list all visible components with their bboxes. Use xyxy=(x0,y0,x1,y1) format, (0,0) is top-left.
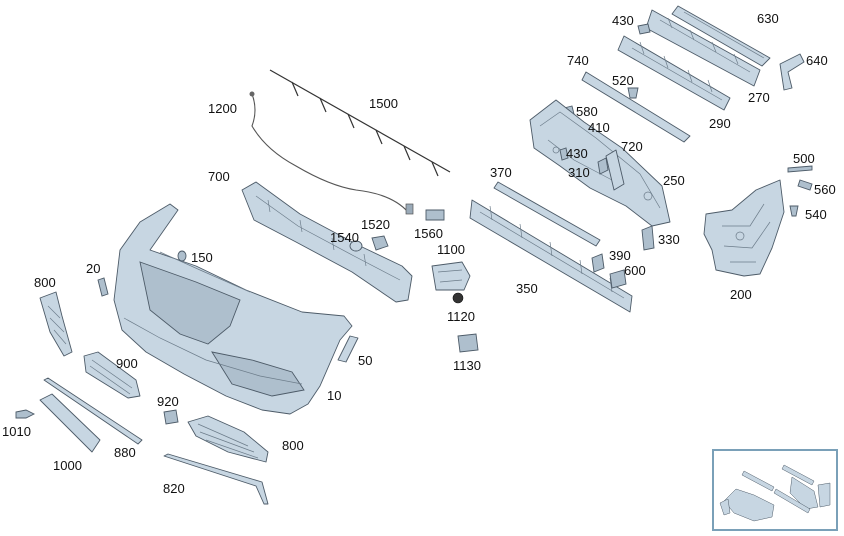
part-520-screw[interactable] xyxy=(627,87,639,99)
callout-330[interactable]: 330 xyxy=(658,232,680,247)
callout-1540[interactable]: 1540 xyxy=(330,230,359,245)
part-630-beam[interactable] xyxy=(671,5,771,67)
part-1520-sensor[interactable] xyxy=(371,235,389,251)
callout-1130[interactable]: 1130 xyxy=(453,358,481,373)
part-290-bracket[interactable] xyxy=(617,35,731,111)
callout-250[interactable]: 250 xyxy=(663,173,685,188)
part-700-beam[interactable] xyxy=(241,181,413,303)
callout-370[interactable]: 370 xyxy=(490,165,512,180)
part-10-bumper-cover[interactable] xyxy=(113,203,353,415)
part-390-bracket[interactable] xyxy=(591,253,605,273)
callout-1100[interactable]: 1100 xyxy=(437,242,465,257)
callout-350[interactable]: 350 xyxy=(516,281,538,296)
part-330-bracket[interactable] xyxy=(641,225,655,251)
part-350-bar[interactable] xyxy=(469,199,633,313)
part-1560-sensor[interactable] xyxy=(425,209,445,221)
part-600-bracket[interactable] xyxy=(609,269,627,289)
callout-50[interactable]: 50 xyxy=(358,353,373,368)
callout-880[interactable]: 880 xyxy=(114,445,136,460)
part-1200-wire[interactable] xyxy=(249,91,414,215)
callout-430[interactable]: 430 xyxy=(566,146,588,161)
part-20-clip[interactable] xyxy=(97,277,109,297)
part-1500-harness[interactable] xyxy=(269,69,451,177)
part-430-clip-top[interactable] xyxy=(637,23,651,35)
callout-520[interactable]: 520 xyxy=(612,73,634,88)
callout-290[interactable]: 290 xyxy=(709,116,731,131)
part-1010-screw[interactable] xyxy=(15,409,36,419)
callout-580[interactable]: 580 xyxy=(576,104,598,119)
callout-800[interactable]: 800 xyxy=(34,275,56,290)
callout-1010[interactable]: 1010 xyxy=(2,424,31,439)
callout-1200[interactable]: 1200 xyxy=(208,101,237,116)
callout-560[interactable]: 560 xyxy=(814,182,836,197)
callout-1520[interactable]: 1520 xyxy=(361,217,390,232)
part-1000-plate[interactable] xyxy=(39,393,101,453)
part-430-clip-mid[interactable] xyxy=(559,147,569,161)
part-900-grille[interactable] xyxy=(83,351,141,399)
callout-200[interactable]: 200 xyxy=(730,287,752,302)
part-920-bracket[interactable] xyxy=(163,409,179,425)
part-370-strip[interactable] xyxy=(493,181,601,247)
callout-20[interactable]: 20 xyxy=(86,261,101,276)
part-50-strip[interactable] xyxy=(337,335,359,363)
callout-1500[interactable]: 1500 xyxy=(369,96,398,111)
callout-540[interactable]: 540 xyxy=(805,207,827,222)
callout-1000[interactable]: 1000 xyxy=(53,458,82,473)
callout-630[interactable]: 630 xyxy=(757,11,779,26)
callout-430[interactable]: 430 xyxy=(612,13,634,28)
callout-720[interactable]: 720 xyxy=(621,139,643,154)
callout-740[interactable]: 740 xyxy=(567,53,589,68)
part-200-side-bracket[interactable] xyxy=(703,179,785,277)
part-740-bracket[interactable] xyxy=(581,71,691,143)
part-800-right-grille[interactable] xyxy=(187,415,269,463)
part-800-left-grille[interactable] xyxy=(39,291,73,357)
callout-500[interactable]: 500 xyxy=(793,151,815,166)
part-150-clip[interactable] xyxy=(177,250,187,262)
part-720-bracket[interactable] xyxy=(605,149,625,191)
part-640-bracket[interactable] xyxy=(779,53,805,91)
part-270-bracket[interactable] xyxy=(645,9,761,87)
callout-900[interactable]: 900 xyxy=(116,356,138,371)
callout-700[interactable]: 700 xyxy=(208,169,230,184)
callout-600[interactable]: 600 xyxy=(624,263,646,278)
callout-800[interactable]: 800 xyxy=(282,438,304,453)
callout-640[interactable]: 640 xyxy=(806,53,828,68)
part-820-strip[interactable] xyxy=(163,453,269,505)
part-1540-ring[interactable] xyxy=(349,240,363,252)
callout-1120[interactable]: 1120 xyxy=(447,309,475,324)
part-540-screw[interactable] xyxy=(789,205,799,217)
callout-820[interactable]: 820 xyxy=(163,481,185,496)
part-1100-bracket[interactable] xyxy=(431,261,471,291)
callout-390[interactable]: 390 xyxy=(609,248,631,263)
callout-1560[interactable]: 1560 xyxy=(414,226,443,241)
callout-410[interactable]: 410 xyxy=(588,120,610,135)
callout-920[interactable]: 920 xyxy=(157,394,179,409)
part-500-strip[interactable] xyxy=(787,165,813,173)
callout-270[interactable]: 270 xyxy=(748,90,770,105)
part-310-clip[interactable] xyxy=(597,157,609,175)
callout-310[interactable]: 310 xyxy=(568,165,590,180)
overview-thumbnail[interactable] xyxy=(712,449,838,531)
part-1120-clip[interactable] xyxy=(452,292,464,304)
callout-150[interactable]: 150 xyxy=(191,250,213,265)
part-1130-plate[interactable] xyxy=(457,333,479,353)
callout-10[interactable]: 10 xyxy=(327,388,342,403)
overview-thumbnail-image xyxy=(719,464,831,522)
part-880-strip[interactable] xyxy=(43,377,143,445)
part-560-clip[interactable] xyxy=(797,179,813,191)
